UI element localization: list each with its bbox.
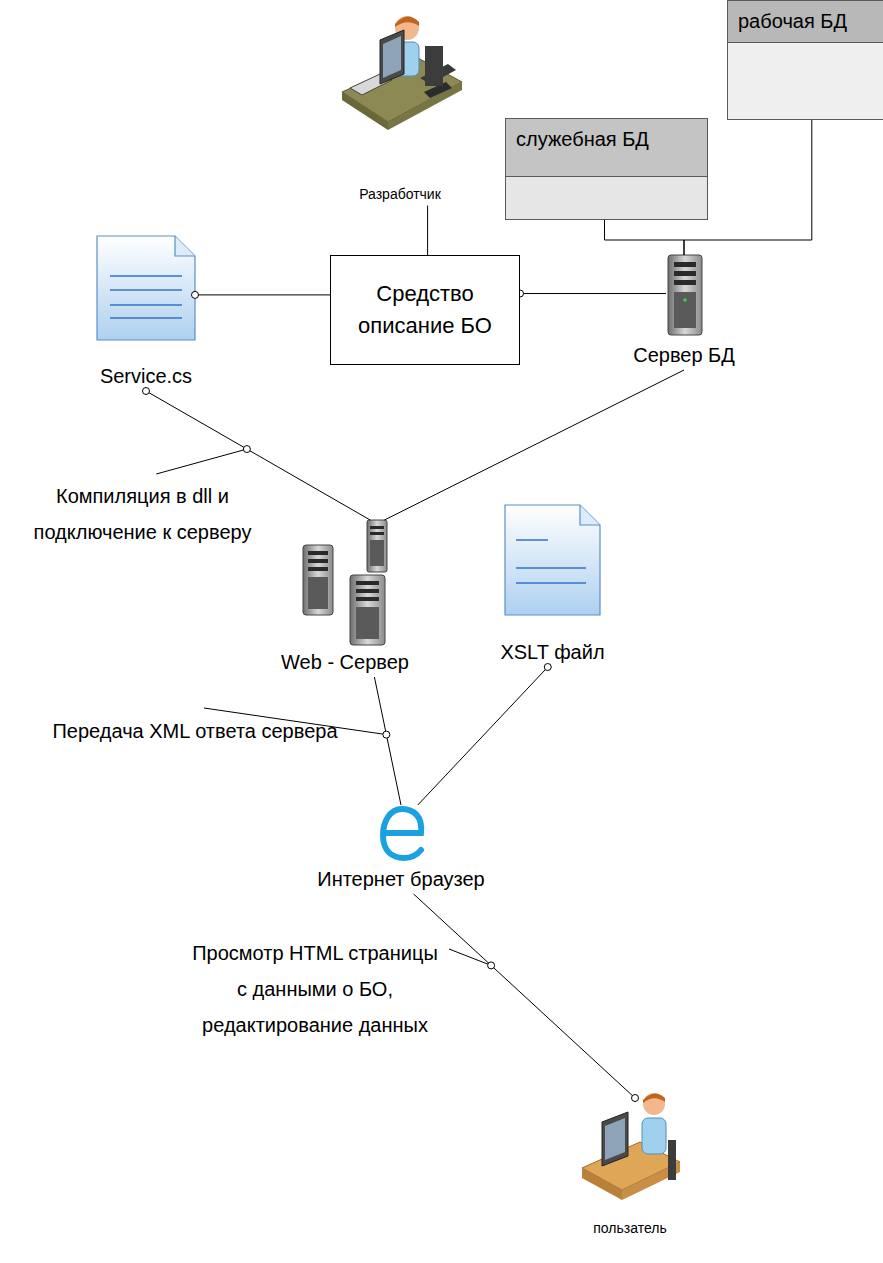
database-box: рабочая БД (727, 0, 883, 120)
leader-dot (488, 962, 495, 969)
icon-space (97, 236, 195, 364)
connector (385, 370, 685, 520)
icon-space (580, 1098, 680, 1220)
node-text: служебная БД (516, 127, 697, 152)
browser-node: Интернет браузер (380, 805, 422, 894)
connector (418, 667, 548, 805)
connector-dot (143, 388, 150, 395)
leader-line (449, 949, 491, 965)
node-text: Разработчик (320, 186, 480, 206)
connector-dot (544, 664, 551, 671)
process-box: Средство описание БО (330, 255, 520, 365)
node-text: Средство описание БО (341, 278, 509, 342)
icon-space (380, 805, 422, 867)
database-header: рабочая БД (728, 1, 883, 43)
node-text: XSLT файл (478, 640, 628, 667)
connector (374, 677, 401, 805)
node-text: Web - Сервер (245, 650, 445, 677)
database-header: служебная БД (506, 119, 707, 177)
connector (427, 206, 428, 256)
leader-dot (243, 446, 250, 453)
connector (195, 294, 330, 295)
file-node: XSLT файл (505, 505, 600, 667)
node-text: Интернет браузер (286, 867, 516, 894)
icon-space (505, 505, 600, 640)
server-node: Сервер БД (666, 255, 702, 370)
edge-label: Просмотр HTML страницы с данными о БО, р… (185, 935, 445, 1043)
connector-dot (632, 1095, 639, 1102)
connector-dot (192, 291, 199, 298)
connector (520, 293, 666, 294)
developer-figure (342, 16, 462, 130)
node-text: рабочая БД (738, 9, 876, 34)
user-figure (582, 1093, 680, 1200)
file-node: Service.cs (97, 236, 195, 391)
database-box: служебная БД (505, 118, 708, 220)
icon-space (303, 520, 387, 650)
actor-node: пользатель (580, 1098, 680, 1240)
actor-node: Разработчик (340, 8, 460, 206)
icon-space (340, 8, 460, 186)
node-text: Service.cs (71, 364, 221, 391)
leader-line (156, 449, 247, 474)
connector (414, 894, 635, 1098)
server-icon (303, 520, 387, 645)
edge-label: Компиляция в dll и подключение к серверу (5, 478, 280, 550)
document-icon (97, 236, 195, 340)
node-text: пользатель (555, 1220, 705, 1240)
server-node: Web - Сервер (303, 520, 387, 677)
leader-dot (383, 731, 390, 738)
icon-space (666, 255, 702, 343)
browser-icon (383, 809, 421, 858)
edge-label: Передача XML ответа сервера (45, 713, 345, 749)
node-text: Сервер БД (609, 343, 759, 370)
server-icon (668, 255, 702, 335)
document-icon (505, 505, 600, 615)
connector (605, 220, 685, 255)
